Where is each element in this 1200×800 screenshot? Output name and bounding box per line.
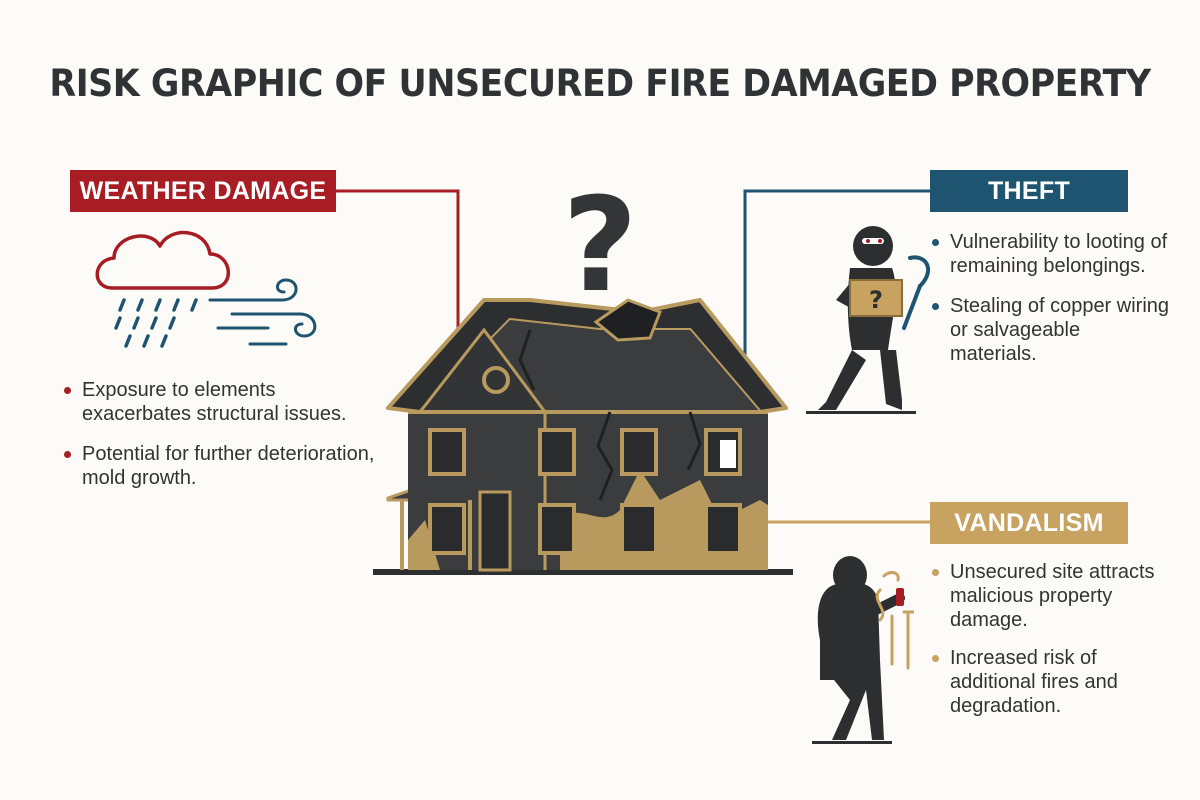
graffiti-vandal-icon [812,556,914,744]
theft-bullets: Vulnerability to looting of remaining be… [930,230,1170,382]
list-item: Stealing of copper wiring or salvageable… [930,294,1170,366]
list-item: Unsecured site attracts malicious proper… [930,560,1170,632]
list-item: Increased risk of additional fires and d… [930,646,1170,718]
page-title: RISK GRAPHIC OF UNSECURED FIRE DAMAGED P… [49,62,1151,105]
theft-label: THEFT [930,170,1128,212]
weather-damage-label: WEATHER DAMAGE [70,170,336,212]
burned-house-icon [373,298,793,575]
vandalism-bullets: Unsecured site attracts malicious proper… [930,560,1170,732]
storm-cloud-icon [95,230,317,348]
connector-theft [743,189,930,355]
list-item: Exposure to elements exacerbates structu… [62,378,382,426]
burglar-icon: ? [806,226,931,414]
box-question-mark: ? [869,286,883,314]
weather-damage-bullets: Exposure to elements exacerbates structu… [62,378,382,506]
list-item: Vulnerability to looting of remaining be… [930,230,1170,278]
question-mark-icon: ? [562,169,637,321]
list-item: Potential for further deterioration, mol… [62,442,382,490]
vandalism-label: VANDALISM [930,502,1128,544]
connector-weather [336,189,460,330]
